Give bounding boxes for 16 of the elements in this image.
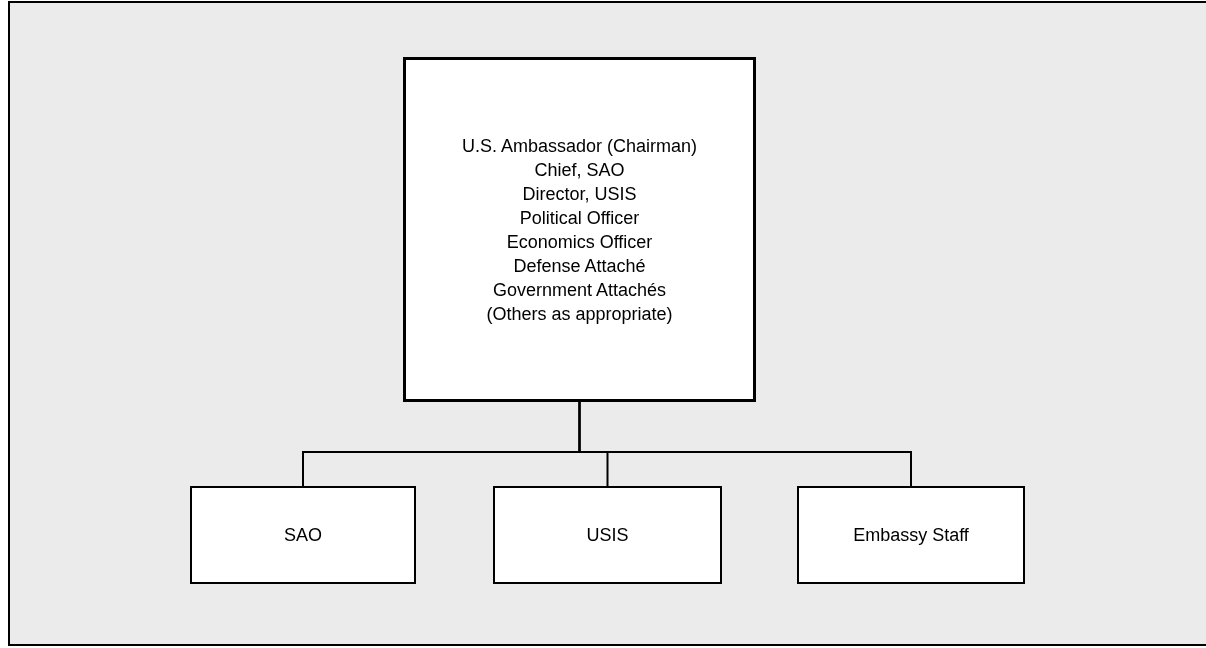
box-text: Director, USIS bbox=[522, 182, 637, 206]
org-box bbox=[190, 486, 416, 584]
box-text: Embassy Staff bbox=[853, 524, 969, 547]
box-text: Government Attachés bbox=[492, 278, 667, 302]
box-text: Chief, SAO bbox=[534, 158, 625, 182]
box-text: U.S. Ambassador (Chairman) bbox=[461, 134, 698, 158]
org-box bbox=[493, 486, 722, 584]
box-text: (Others as appropriate) bbox=[486, 302, 673, 326]
box-text: USIS bbox=[586, 524, 629, 547]
box-text: Economics Officer bbox=[506, 230, 653, 254]
org-box bbox=[797, 486, 1025, 584]
box-text: Political Officer bbox=[519, 206, 640, 230]
box-text: Defense Attaché bbox=[513, 254, 646, 278]
members-box bbox=[403, 57, 756, 402]
box-text: SAO bbox=[284, 524, 322, 547]
connector-line bbox=[578, 401, 912, 487]
